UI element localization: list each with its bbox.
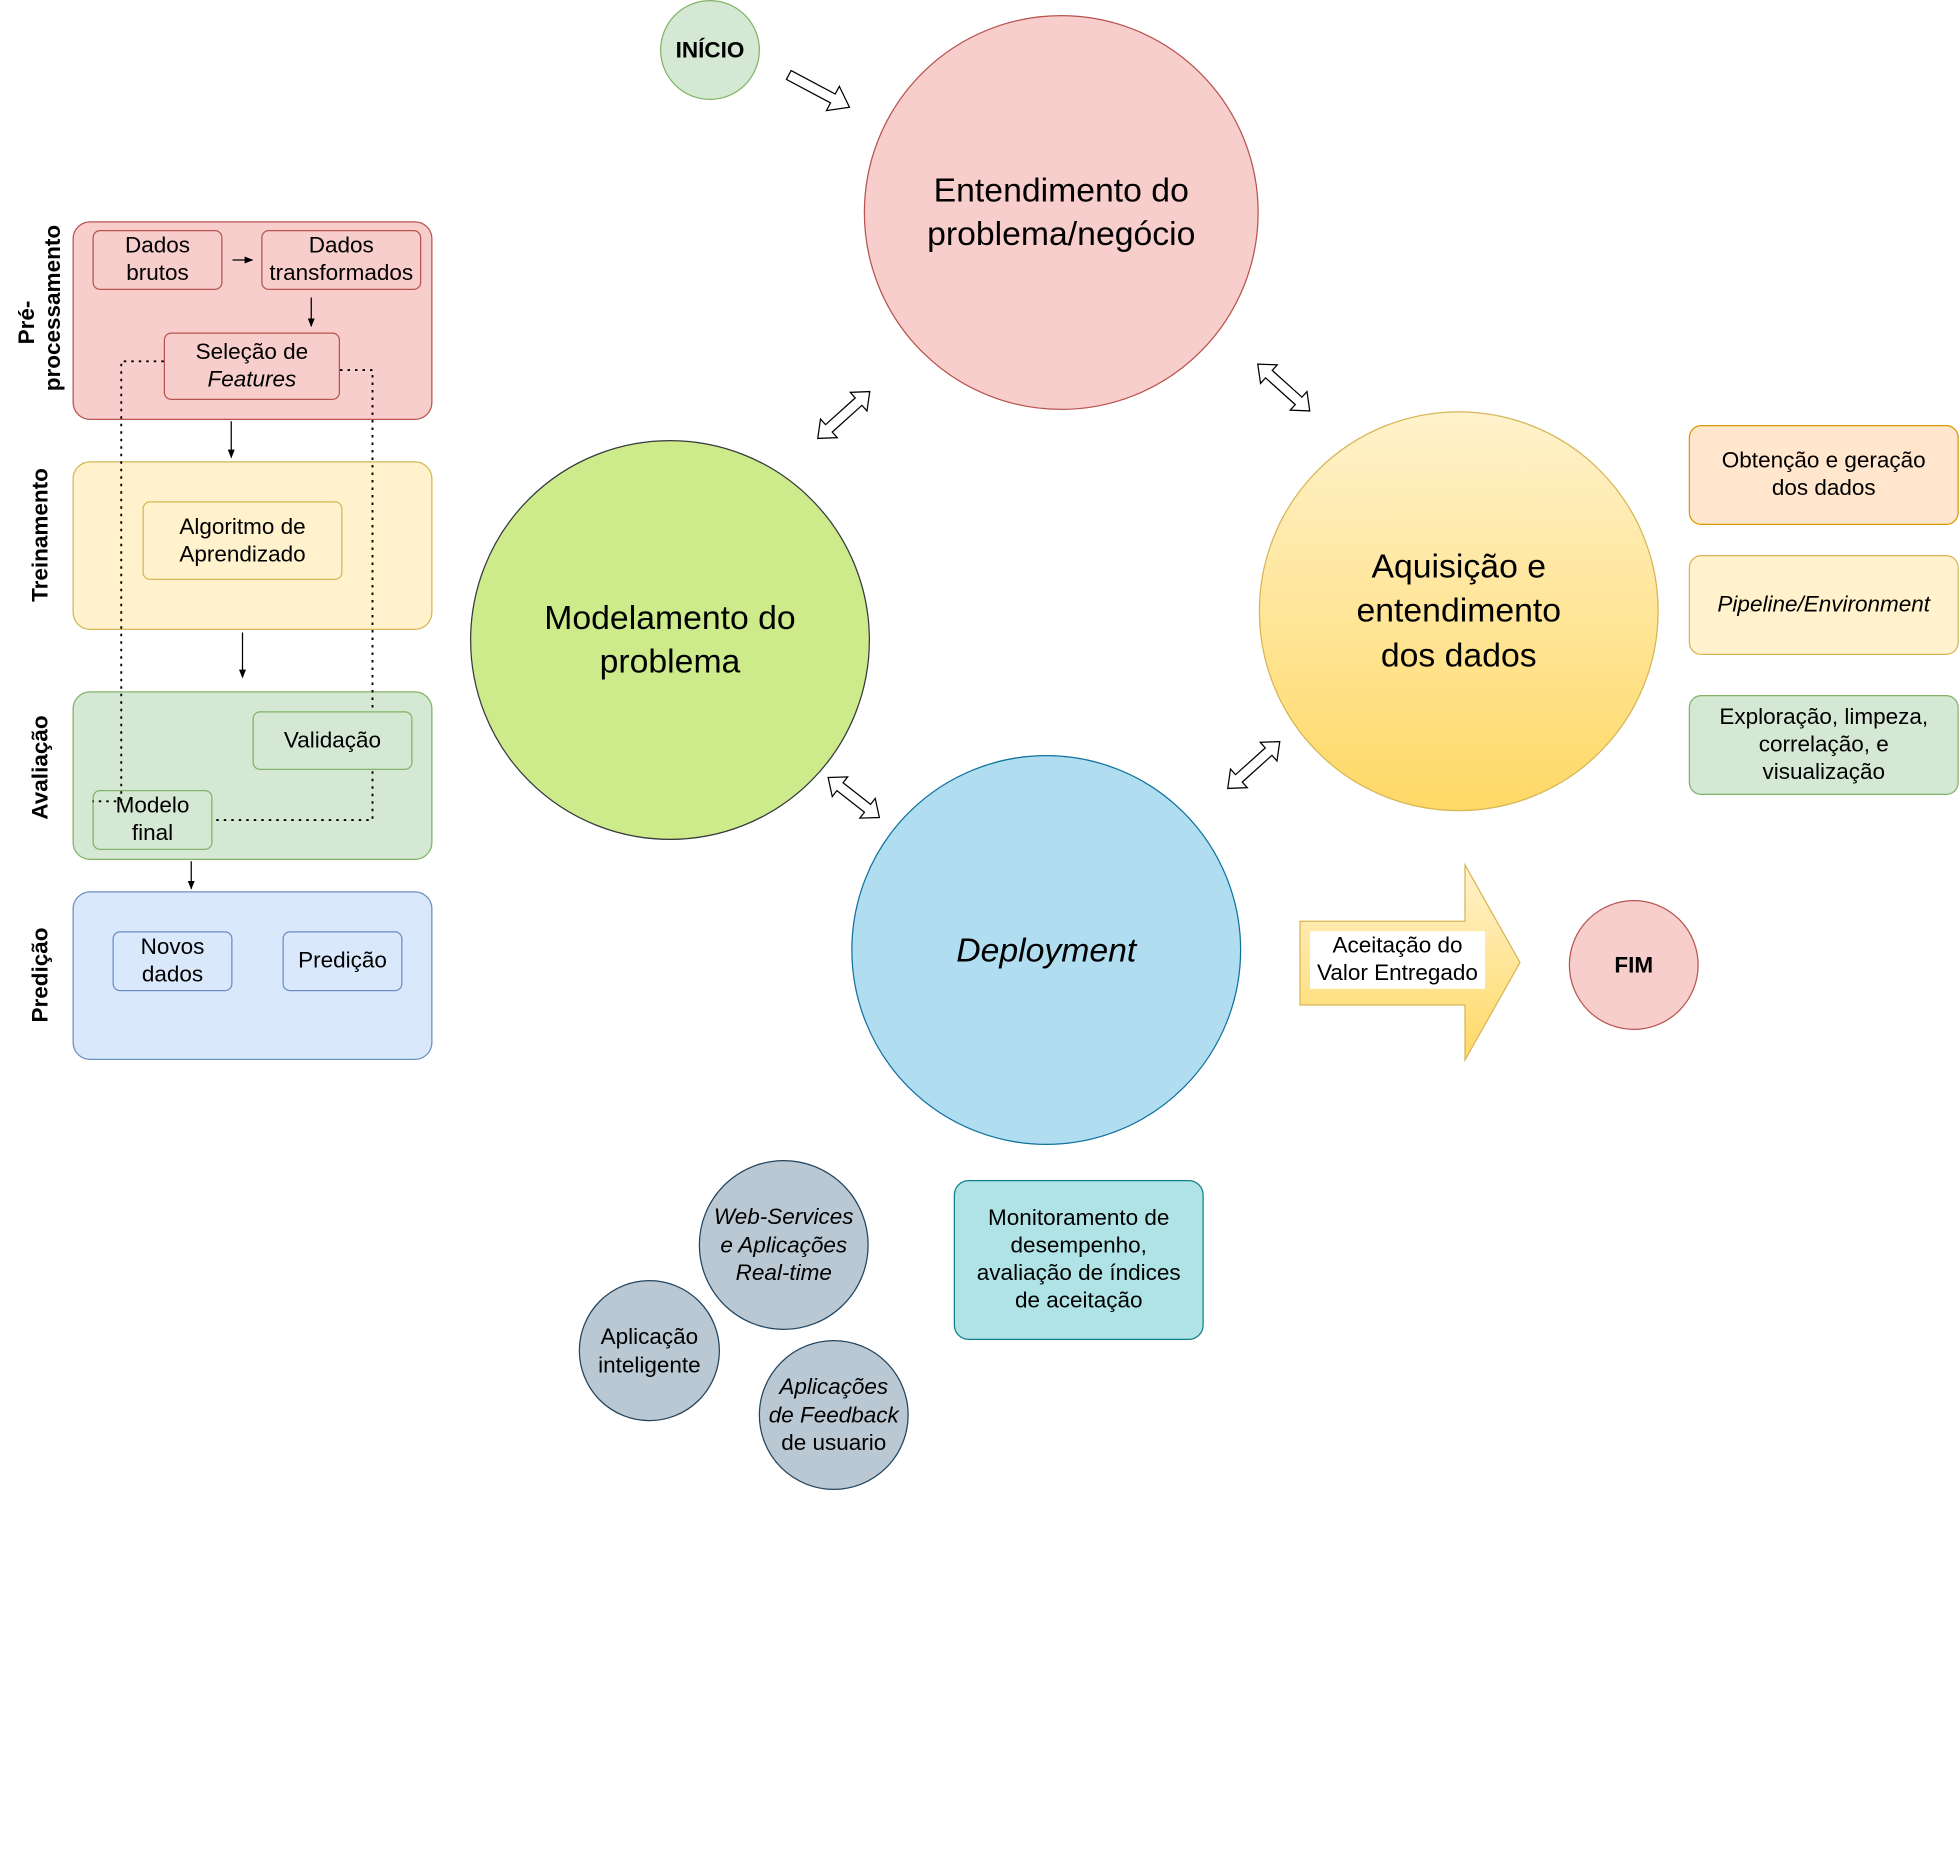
deployment-circle: Deployment xyxy=(851,755,1242,1145)
pipeline-environment-box: Pipeline/Environment xyxy=(1688,555,1959,655)
start-node: INÍCIO xyxy=(660,0,760,100)
problem-modeling-double-arrow xyxy=(817,390,871,440)
preprocessing-label: Pré-processamento xyxy=(14,224,65,392)
evaluation-label: Avaliação xyxy=(27,715,53,820)
prediction-box: Predição xyxy=(282,931,403,992)
validation-box: Validação xyxy=(252,711,413,770)
training-label: Treinamento xyxy=(27,468,53,602)
modeling-deployment-double-arrow xyxy=(827,776,881,819)
end-node: FIM xyxy=(1568,900,1699,1030)
data-deployment-double-arrow xyxy=(1227,740,1281,790)
problem-data-double-arrow xyxy=(1257,363,1311,412)
start-arrow xyxy=(785,69,851,112)
prediction-label: Predição xyxy=(27,927,53,1023)
